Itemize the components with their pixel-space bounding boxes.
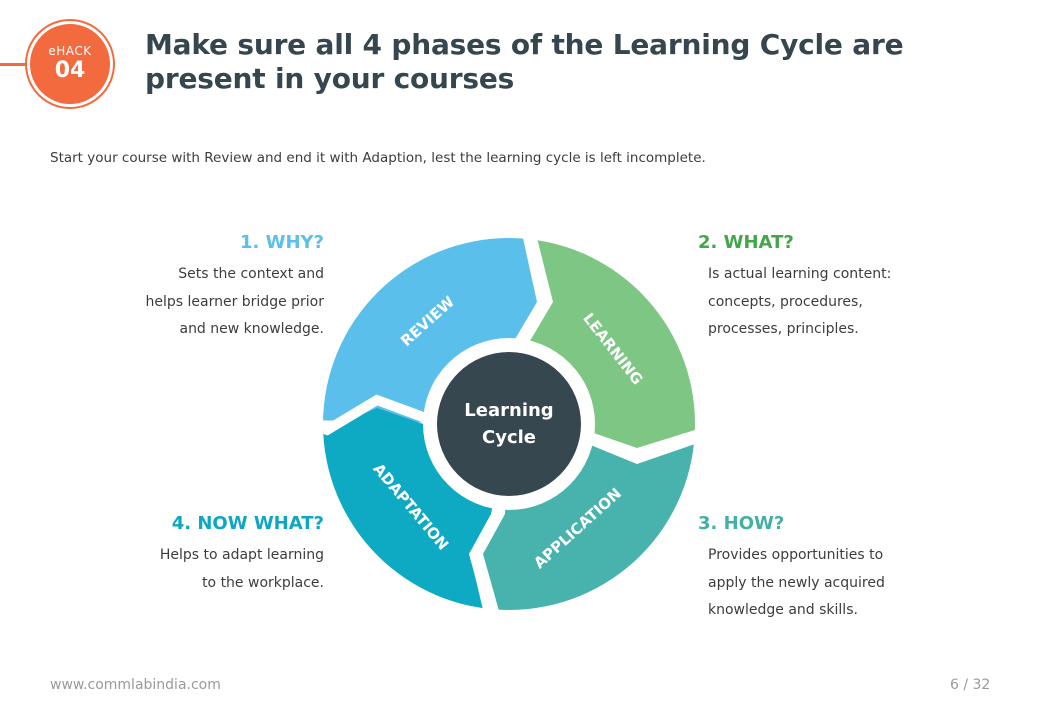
phase-how: 3. HOW? Provides opportunities to apply … bbox=[698, 512, 938, 625]
center-label-line1: Learning bbox=[464, 400, 553, 421]
phase-now-what-line: Helps to adapt learning bbox=[159, 547, 324, 563]
phase-how-line: apply the newly acquired bbox=[708, 574, 885, 591]
center-label-line2: Cycle bbox=[482, 427, 536, 448]
phase-what-line: concepts, procedures, bbox=[708, 293, 863, 310]
phase-now-what-line: to the workplace. bbox=[202, 574, 324, 591]
phase-why-line: and new knowledge. bbox=[179, 321, 324, 337]
ehack-badge: eHACK 04 bbox=[27, 21, 113, 107]
phase-why: 1. WHY? Sets the context and helps learn… bbox=[84, 231, 324, 344]
phase-what-heading: 2. WHAT? bbox=[698, 232, 794, 253]
phase-what-line: processes, principles. bbox=[708, 321, 859, 337]
page-subtitle: Start your course with Review and end it… bbox=[50, 150, 706, 166]
phase-now-what-heading: 4. NOW WHAT? bbox=[171, 513, 324, 534]
phase-how-heading: 3. HOW? bbox=[698, 513, 785, 534]
badge-label: eHACK bbox=[48, 44, 92, 58]
footer-website: www.commlabindia.com bbox=[50, 677, 221, 693]
phase-how-line: knowledge and skills. bbox=[708, 602, 858, 618]
badge-connector-line bbox=[0, 63, 34, 66]
page-number: 6 / 32 bbox=[950, 677, 991, 693]
phase-now-what: 4. NOW WHAT? Helps to adapt learning to … bbox=[84, 512, 324, 597]
phase-how-line: Provides opportunities to bbox=[708, 547, 884, 563]
page-title: Make sure all 4 phases of the Learning C… bbox=[145, 28, 904, 95]
phase-what: 2. WHAT? Is actual learning content: con… bbox=[698, 231, 938, 344]
phase-why-line: Sets the context and bbox=[178, 266, 324, 282]
learning-cycle-diagram: Learning Cycle REVIEW LEARNING APPLICATI… bbox=[315, 230, 705, 624]
phase-what-line: Is actual learning content: bbox=[708, 266, 892, 282]
center-circle bbox=[437, 352, 581, 496]
phase-why-heading: 1. WHY? bbox=[239, 232, 324, 253]
badge-number: 04 bbox=[54, 58, 86, 83]
phase-why-line: helps learner bridge prior bbox=[145, 293, 324, 310]
